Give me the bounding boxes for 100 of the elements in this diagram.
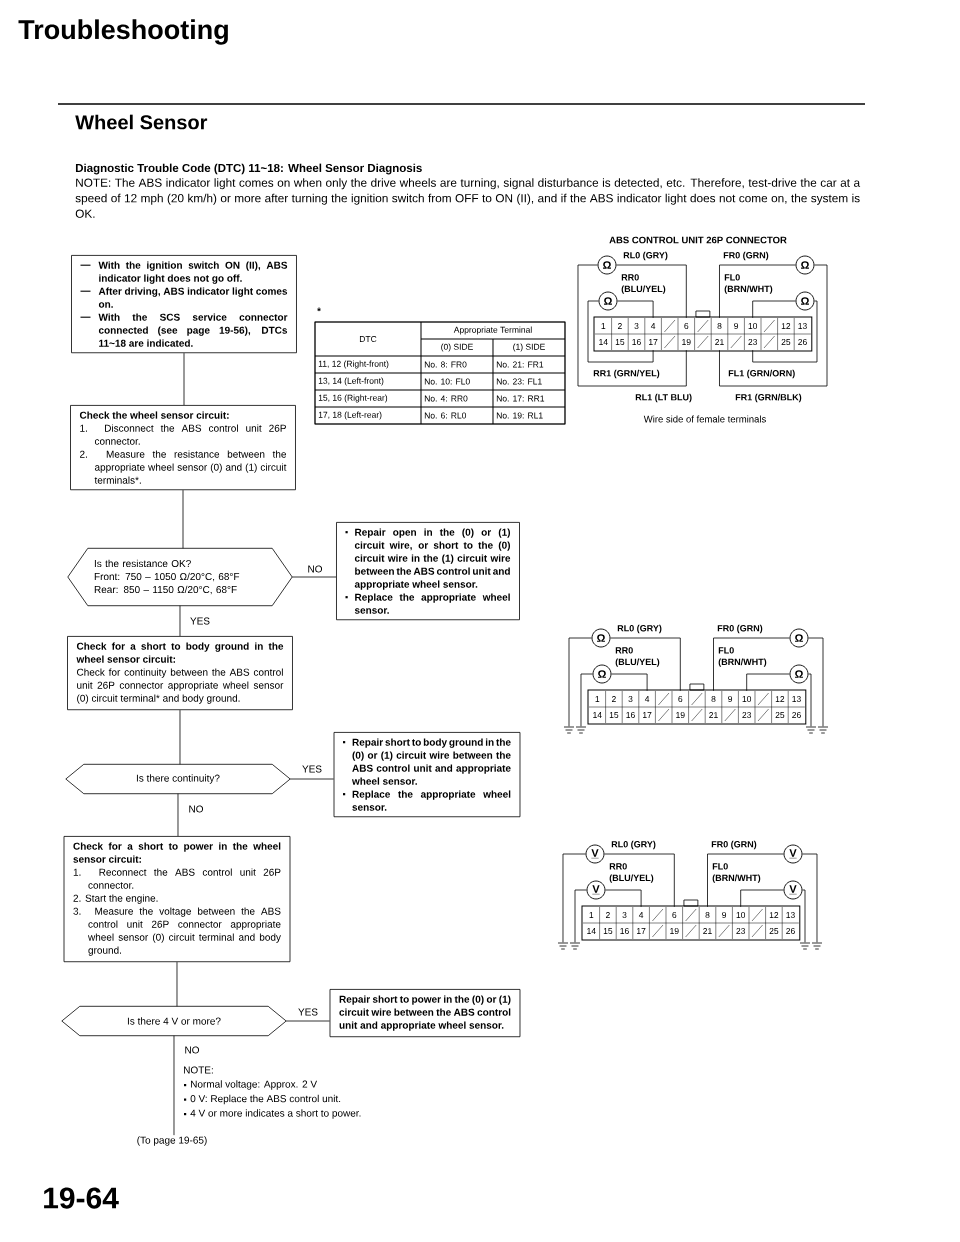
wire bbox=[808, 673, 812, 727]
terminal-number: 3 bbox=[634, 323, 639, 329]
ground-symbol bbox=[811, 942, 823, 950]
connector-line bbox=[289, 778, 334, 780]
wire bbox=[574, 889, 587, 943]
table-cell: No. 4: RR0 bbox=[420, 389, 494, 408]
terminal-number: 16 bbox=[632, 339, 641, 345]
bullet-note: 0 V: Replace the ABS control unit. bbox=[184, 1094, 341, 1105]
terminal-number: 2 bbox=[611, 696, 616, 702]
wire bbox=[707, 853, 784, 908]
process-box: Repair short to power in the (0) or (1) circuit wire between the ABS control unit and appropriate wheel sensor. bbox=[329, 989, 521, 1038]
terminal-number: 1 bbox=[601, 323, 606, 329]
terminal-number: 8 bbox=[705, 912, 710, 918]
wire bbox=[617, 300, 654, 319]
wire bbox=[562, 853, 586, 943]
table-cell: 17, 18 (Left-rear) bbox=[314, 406, 422, 425]
terminal-number: 2 bbox=[605, 912, 610, 918]
terminal-number: 1 bbox=[595, 696, 600, 702]
connector-line bbox=[176, 961, 178, 1007]
terminal-number: 23 bbox=[742, 712, 752, 718]
terminal-number: 21 bbox=[709, 712, 718, 718]
connector-line bbox=[179, 605, 181, 637]
wire-label: FR1 (GRN/BLK) bbox=[735, 393, 802, 403]
table-cell: Appropriate Terminal bbox=[420, 321, 566, 340]
section-heading: Wheel Sensor bbox=[75, 114, 208, 130]
edge-label: YES bbox=[189, 616, 211, 626]
wire bbox=[746, 673, 790, 692]
table-cell: No. 10: FL0 bbox=[420, 372, 494, 391]
process-box: With the ignition switch ON (II), ABS indicator light does not go off. After driving, ABS indicator light comes on. With the SCS service connector connected (see page 19-56), DTCs 11~18 are indicated. bbox=[71, 255, 297, 354]
table-cell: No. 6: RL0 bbox=[420, 406, 494, 425]
wire bbox=[604, 853, 675, 908]
edge-label: NO bbox=[306, 564, 324, 574]
table-cell: No. 19: RL1 bbox=[492, 406, 566, 425]
note-text: NOTE: The ABS indicator light comes on when only the drive wheels are turning, signal disturbance is detected, etc. Therefore, test-drive the car at a speed of 12 mph (20 km/h) or more after turning the ignition switch from OFF to ON (II), and if the ABS indicator light does not come on, the system is OK. bbox=[75, 178, 861, 218]
terminal-number: 9 bbox=[734, 323, 739, 329]
process-box: Repair open in the (0) or (1) circuit wire, or short to the (0) circuit wire in the (1) circuit wire between the ABS control unit and appropriate wheel sensor. Replace the appropriate wheel sensor. bbox=[336, 522, 520, 621]
ground-symbol bbox=[575, 726, 587, 734]
bullet-note: Normal voltage: Approx. 2 V bbox=[184, 1080, 318, 1090]
connector-line bbox=[177, 793, 179, 837]
terminal-number: 17 bbox=[637, 928, 646, 934]
ground-symbol bbox=[817, 726, 829, 734]
terminal-number: 6 bbox=[678, 696, 683, 702]
connector-line bbox=[285, 1020, 330, 1022]
connector-line bbox=[182, 489, 184, 549]
wire bbox=[808, 637, 824, 727]
wire bbox=[752, 300, 818, 363]
terminal-number: 13 bbox=[786, 912, 795, 918]
terminal-number: 23 bbox=[748, 339, 758, 345]
process-box: Check the wheel sensor circuit: 1. Disconnect the ABS control unit 26P connector. 2. Measure the resistance between the appropriate wheel sensor (0) and (1) circuit terminals*. bbox=[70, 405, 296, 491]
wire bbox=[568, 637, 592, 727]
terminal-number: 25 bbox=[769, 928, 779, 934]
caption: Wire side of female terminals bbox=[643, 415, 766, 423]
terminal-number: 10 bbox=[742, 696, 752, 702]
terminal-number: 8 bbox=[711, 696, 716, 702]
ground-symbol bbox=[557, 942, 569, 950]
ground-symbol bbox=[799, 942, 811, 950]
edge-label: NO bbox=[183, 1045, 201, 1055]
subheading: Diagnostic Trouble Code (DTC) 11~18: Wheel Sensor Diagnosis bbox=[75, 163, 422, 175]
terminal-number: 14 bbox=[599, 339, 608, 345]
wire-label: RR1 (GRN/YEL) bbox=[593, 369, 660, 379]
connector-line bbox=[291, 576, 337, 578]
terminal-number: 23 bbox=[736, 928, 746, 934]
terminal-number: 4 bbox=[638, 912, 644, 918]
terminal-number: 17 bbox=[643, 712, 652, 718]
ground-symbol bbox=[569, 942, 581, 950]
terminal-number: 19 bbox=[670, 928, 679, 934]
connector-line bbox=[173, 1035, 175, 1136]
wire bbox=[719, 264, 796, 319]
table-cell: No. 23: FL1 bbox=[492, 372, 566, 391]
wire bbox=[752, 300, 796, 319]
wire bbox=[587, 300, 654, 363]
terminal-number: 13 bbox=[798, 323, 807, 329]
decision-hexagon: Is the resistance OK? Front: 750 – 1050 Ω/20°C, 68°F Rear: 850 – 1150 Ω/20°C, 68°F bbox=[67, 547, 293, 607]
table-cell: DTC bbox=[314, 321, 422, 357]
terminal-number: 26 bbox=[786, 928, 795, 934]
terminal-number: 6 bbox=[684, 323, 689, 329]
terminal-number: 9 bbox=[728, 696, 733, 702]
connector-line bbox=[183, 352, 185, 406]
terminal-number: 4 bbox=[650, 323, 656, 329]
terminal-number: 12 bbox=[769, 912, 779, 918]
terminal-number: 17 bbox=[649, 339, 658, 345]
terminal-number: 15 bbox=[603, 928, 613, 934]
connector-line bbox=[179, 709, 181, 765]
terminal-number: 25 bbox=[775, 712, 785, 718]
terminal-number: 12 bbox=[775, 696, 785, 702]
process-box: Repair short to body ground in the (0) or (1) circuit wire between the ABS control unit and appropriate wheel sensor. Replace the appropriate wheel sensor. bbox=[333, 732, 521, 818]
terminal-number: 4 bbox=[644, 696, 650, 702]
terminal-number: 15 bbox=[609, 712, 619, 718]
terminal-number: 2 bbox=[617, 323, 622, 329]
edge-label: YES bbox=[297, 1007, 319, 1017]
wire-label: FR0 (GRN) bbox=[717, 624, 763, 634]
terminal-number: 25 bbox=[781, 339, 791, 345]
connector-title: ABS CONTROL UNIT 26P CONNECTOR bbox=[609, 236, 787, 244]
page-number: 19-64 bbox=[44, 1187, 119, 1209]
wire-label: FL0 (BRN/WHT) bbox=[718, 647, 767, 667]
wire-label: RR0 (BLU/YEL) bbox=[621, 274, 666, 294]
footnote-mark: * bbox=[317, 307, 321, 312]
terminal-number: 16 bbox=[620, 928, 629, 934]
decision-hexagon: Is there continuity? bbox=[65, 763, 291, 795]
wire-label: FL0 (BRN/WHT) bbox=[712, 863, 761, 883]
